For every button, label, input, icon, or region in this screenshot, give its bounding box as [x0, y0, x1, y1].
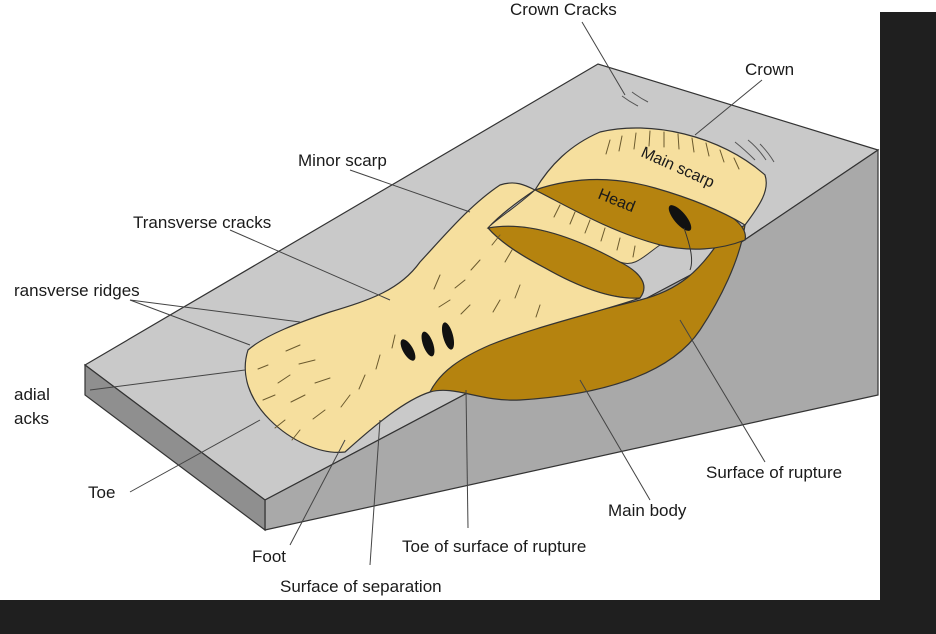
dark-bottom-band	[0, 600, 936, 634]
dark-side-panel	[880, 12, 936, 634]
label-transverse-ridges: ransverse ridges	[14, 281, 140, 300]
label-main-body: Main body	[608, 501, 687, 520]
label-toe-of-surface-of-rupture: Toe of surface of rupture	[402, 537, 586, 556]
label-radial-cracks-1: adial	[14, 385, 50, 404]
label-surface-of-separation: Surface of separation	[280, 577, 442, 596]
label-transverse-cracks: Transverse cracks	[133, 213, 271, 232]
label-toe: Toe	[88, 483, 115, 502]
label-crown-cracks: Crown Cracks	[510, 0, 617, 19]
label-crown: Crown	[745, 60, 794, 79]
label-radial-cracks-2: acks	[14, 409, 49, 428]
label-minor-scarp: Minor scarp	[298, 151, 387, 170]
label-foot: Foot	[252, 547, 286, 566]
label-surface-of-rupture: Surface of rupture	[706, 463, 842, 482]
